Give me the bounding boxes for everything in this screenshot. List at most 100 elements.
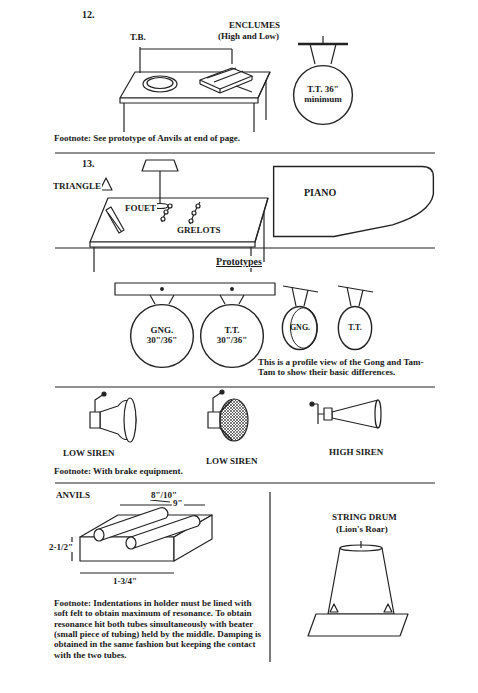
gong-frame (231, 288, 234, 291)
leader-line (139, 47, 140, 73)
node-label: T.T. 30"/36" (210, 326, 254, 346)
low-siren (220, 390, 224, 394)
anvil-tube (94, 529, 104, 541)
gong-frame (169, 295, 174, 304)
stand-lamp (142, 160, 178, 171)
footnote: Footnote: Indentations in holder must be… (53, 598, 265, 660)
profile-ellipse: T.T. (338, 306, 372, 350)
section-heading: Prototypes (215, 256, 263, 268)
node-label: GNG. (290, 324, 310, 333)
sleigh-bells (192, 211, 196, 215)
whip (106, 207, 124, 233)
anvil-tube (126, 537, 136, 549)
instrument-label: HIGH SIREN (328, 447, 384, 457)
string-drum (328, 548, 394, 614)
table (93, 247, 94, 272)
high-siren (332, 400, 378, 428)
gong-frame (292, 287, 296, 306)
table (253, 103, 254, 132)
anvil-set (200, 68, 252, 89)
instrument-circle: T.T. 36" minimum (293, 65, 353, 125)
instrument-circle: GNG. 30"/36" (130, 304, 194, 368)
anvil-set (214, 71, 243, 82)
low-siren (95, 394, 104, 412)
instrument-outline (283, 306, 318, 349)
instrument-label: LOW SIREN (205, 456, 259, 466)
instrument-label: GRELOTS (176, 225, 222, 235)
section-number: 13. (81, 158, 96, 170)
anvil-set (236, 86, 252, 92)
node-label: T.T. (348, 324, 361, 333)
table (123, 103, 124, 132)
gong-frame (359, 290, 363, 306)
low-siren (220, 400, 232, 412)
low-siren (208, 412, 220, 428)
anvil-holder (80, 537, 174, 561)
sleigh-bells (196, 204, 200, 208)
dimension-label: 1-3/4" (112, 576, 138, 586)
sleigh-bells (162, 204, 172, 222)
gong-frame (115, 283, 275, 295)
tam-tam-stand (331, 44, 336, 64)
node-label-group: T.T. 30"/36" (210, 326, 254, 346)
tam-tam-stand (310, 44, 315, 64)
table (90, 242, 255, 247)
leader-line (231, 49, 232, 64)
instrument-label: (High and Low) (217, 31, 280, 41)
instrument-label: T.B. (129, 32, 147, 42)
anvil-set (251, 76, 252, 80)
node-outline (272, 165, 435, 238)
instrument-outline (294, 66, 353, 125)
node-label-group: T.T. (348, 324, 361, 333)
section-number: 12. (81, 9, 96, 21)
high-siren (310, 400, 381, 428)
low-siren (220, 399, 248, 441)
footnote: Footnote: See prototype of Anvils at end… (53, 133, 241, 143)
dimension-label: 9" (172, 498, 184, 508)
whip (108, 213, 121, 231)
string-drum (360, 541, 361, 548)
anvil-set (200, 68, 252, 93)
gong-frame (239, 295, 244, 304)
sleigh-bells (164, 210, 168, 214)
gong-frame (338, 286, 373, 292)
table (120, 98, 258, 103)
sleigh-bells (189, 219, 193, 223)
instrument-label: FOUET (124, 203, 157, 213)
low-siren (90, 412, 100, 428)
piano-outline (274, 166, 434, 236)
node-label: T.T. 36" minimum (301, 85, 345, 105)
gong-frame (150, 295, 155, 304)
table (90, 198, 268, 272)
table (90, 198, 268, 242)
node-label-group: T.T. 36" minimum (301, 85, 345, 105)
stand-lamp (159, 171, 160, 205)
dimension-line (80, 572, 174, 573)
divider-line (269, 492, 270, 662)
gong-frame (115, 283, 373, 306)
anvil-set (207, 68, 236, 78)
instrument-label: STRING DRUM (331, 512, 398, 522)
node-label: GNG. 30"/36" (140, 326, 184, 346)
tam-tam-stand (322, 36, 323, 44)
tambourine (143, 76, 177, 92)
instrument-outline (338, 306, 371, 349)
high-siren (310, 402, 314, 406)
sleigh-bells (168, 204, 172, 208)
gong-frame (304, 290, 308, 306)
instrument-label: LOW SIREN (62, 448, 116, 458)
dimension-line (120, 504, 205, 505)
gong-frame (161, 288, 164, 291)
node-label-group: GNG. 30"/36" (140, 326, 184, 346)
leader-line (140, 48, 232, 49)
string-drum (308, 541, 408, 636)
section-heading: ANVILS (55, 490, 91, 500)
divider-line (55, 153, 435, 662)
note-text: This is a profile view of the Gong and T… (257, 357, 439, 378)
low-siren (220, 428, 232, 440)
node-label: PIANO (304, 187, 336, 198)
sleigh-bells (190, 202, 200, 224)
high-siren (312, 404, 324, 424)
low-siren (213, 392, 222, 412)
